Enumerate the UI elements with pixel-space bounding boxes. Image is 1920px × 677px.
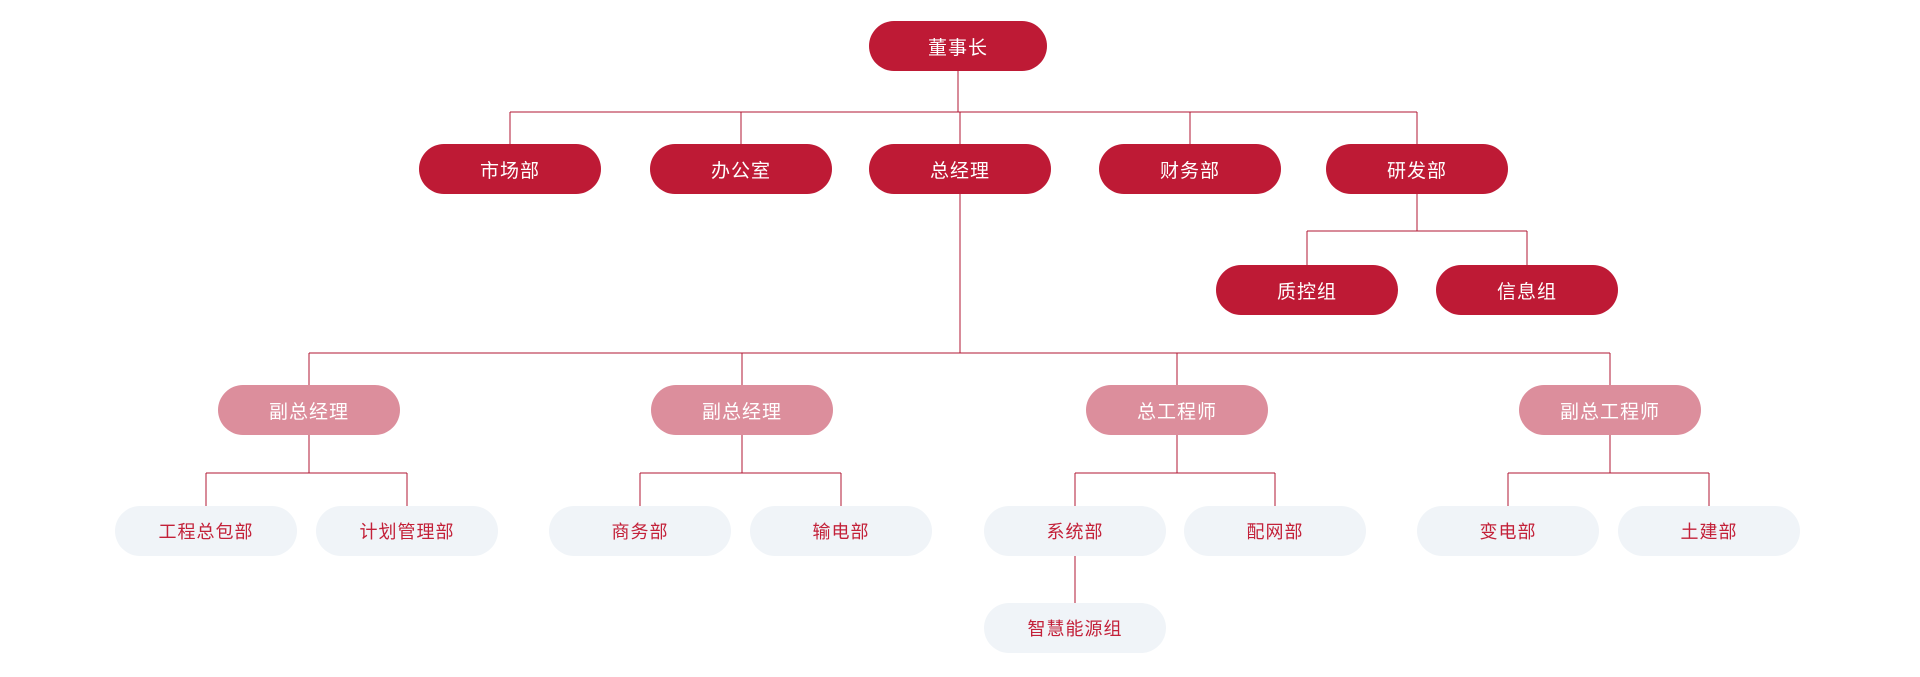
org-node-smart-energy[interactable]: 智慧能源组 xyxy=(984,603,1166,653)
org-node-label: 变电部 xyxy=(1479,522,1537,542)
org-node-general-mgr[interactable]: 总经理 xyxy=(869,144,1051,194)
org-node-epc-dept[interactable]: 工程总包部 xyxy=(115,506,297,556)
org-node-label: 系统部 xyxy=(1046,522,1104,542)
org-node-deputy-gm-2[interactable]: 副总经理 xyxy=(651,385,833,435)
org-node-label: 输电部 xyxy=(812,522,870,542)
org-node-system-dept[interactable]: 系统部 xyxy=(984,506,1166,556)
org-node-label: 市场部 xyxy=(479,160,540,182)
org-node-label: 总经理 xyxy=(929,160,990,182)
org-node-finance[interactable]: 财务部 xyxy=(1099,144,1281,194)
org-node-business-dept[interactable]: 商务部 xyxy=(549,506,731,556)
org-node-label: 总工程师 xyxy=(1136,401,1217,423)
org-node-substation[interactable]: 变电部 xyxy=(1417,506,1599,556)
org-node-label: 副总工程师 xyxy=(1559,401,1660,423)
org-node-chairman[interactable]: 董事长 xyxy=(869,21,1047,71)
org-node-label: 信息组 xyxy=(1496,281,1557,303)
org-node-label: 董事长 xyxy=(927,37,988,59)
org-node-chief-engineer[interactable]: 总工程师 xyxy=(1086,385,1268,435)
org-node-label: 智慧能源组 xyxy=(1027,619,1123,639)
org-node-plan-mgmt[interactable]: 计划管理部 xyxy=(316,506,498,556)
org-node-distribution[interactable]: 配网部 xyxy=(1184,506,1366,556)
org-node-label: 财务部 xyxy=(1159,160,1220,182)
org-node-label: 商务部 xyxy=(611,522,669,542)
org-node-label: 质控组 xyxy=(1276,281,1337,303)
org-node-deputy-gm-1[interactable]: 副总经理 xyxy=(218,385,400,435)
org-node-info-group[interactable]: 信息组 xyxy=(1436,265,1618,315)
org-node-office[interactable]: 办公室 xyxy=(650,144,832,194)
org-node-label: 副总经理 xyxy=(701,401,782,423)
org-node-label: 工程总包部 xyxy=(158,522,254,542)
org-node-deputy-chief[interactable]: 副总工程师 xyxy=(1519,385,1701,435)
org-node-marketing[interactable]: 市场部 xyxy=(419,144,601,194)
org-node-qc-group[interactable]: 质控组 xyxy=(1216,265,1398,315)
org-node-label: 办公室 xyxy=(710,160,771,182)
org-node-label: 配网部 xyxy=(1246,522,1304,542)
org-node-label: 计划管理部 xyxy=(359,522,455,542)
org-node-label: 研发部 xyxy=(1386,160,1447,182)
org-node-civil-works[interactable]: 土建部 xyxy=(1618,506,1800,556)
org-node-label: 土建部 xyxy=(1680,522,1738,542)
org-node-label: 副总经理 xyxy=(268,401,349,423)
org-node-rnd[interactable]: 研发部 xyxy=(1326,144,1508,194)
org-node-transmission[interactable]: 输电部 xyxy=(750,506,932,556)
